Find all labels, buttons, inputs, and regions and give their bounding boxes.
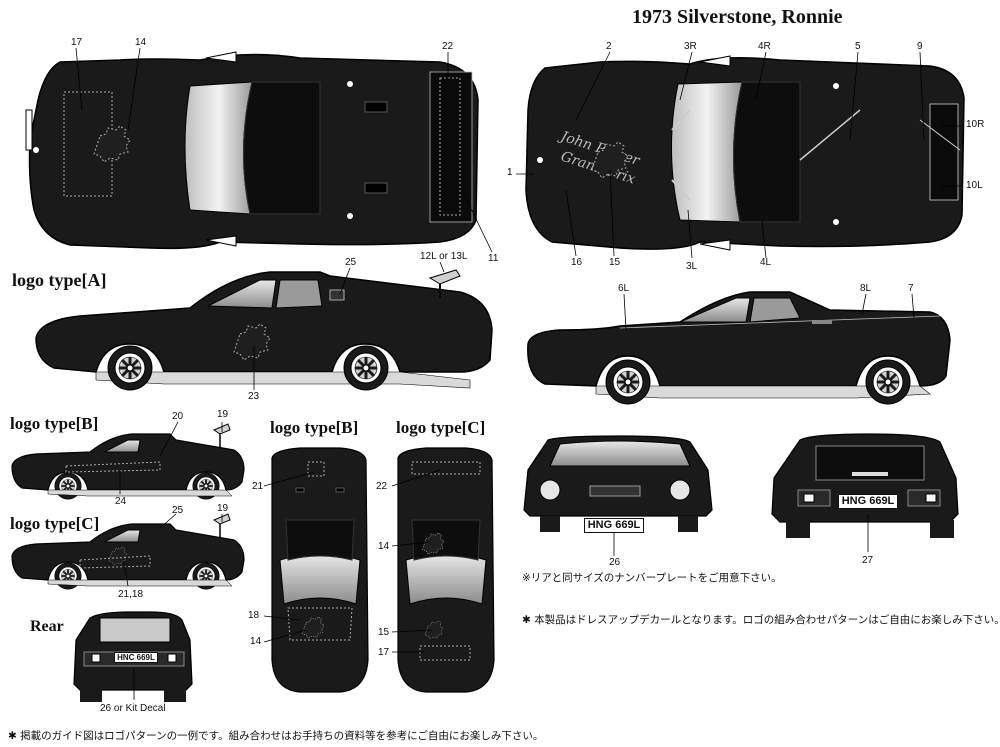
callout-7: 7 xyxy=(908,283,914,294)
callout-17b: 17 xyxy=(378,647,390,658)
callout-22: 22 xyxy=(442,41,454,52)
rear-view-large xyxy=(771,433,959,538)
callout-3l: 3L xyxy=(686,261,698,272)
callout-19: 19 xyxy=(217,409,229,420)
page-title: 1973 Silverstone, Ronnie xyxy=(632,6,843,28)
dressup-decal-note: ✱ 本製品はドレスアップデカールとなります。ロゴの組み合わせパターンはご自由にお… xyxy=(522,612,1000,627)
callout-18: 18 xyxy=(248,610,260,621)
rear-heading: Rear xyxy=(30,618,64,635)
callout-25b: 25 xyxy=(172,505,184,516)
front-view xyxy=(523,435,713,532)
top-view-right-car: John Player Grand Prix xyxy=(525,55,965,251)
callout-10r: 10R xyxy=(966,119,985,130)
callout-5: 5 xyxy=(855,41,861,52)
rear-small-plate: HNC 669L xyxy=(114,652,158,663)
side-view-right-car xyxy=(527,291,951,406)
callout-23: 23 xyxy=(248,391,260,402)
callout-11: 11 xyxy=(488,253,499,264)
logo-type-c-heading-left: logo type[C] xyxy=(10,514,100,533)
rear-view-small xyxy=(73,611,193,702)
plate-size-note: ※リアと同サイズのナンバープレートをご用意下さい。 xyxy=(522,572,782,584)
guide-note: ✱ 掲載のガイド図はロゴパターンの一例です。組み合わせはお手持ちの資料等を参考に… xyxy=(8,728,543,743)
callout-16: 16 xyxy=(571,257,583,268)
callout-4r: 4R xyxy=(758,41,771,52)
callout-20: 20 xyxy=(172,411,184,422)
callout-10l: 10L xyxy=(966,180,983,191)
callout-26-or-kit-decal: 26 or Kit Decal xyxy=(100,703,166,714)
top-view-logo-c xyxy=(397,447,495,693)
rear-plate: HNG 669L xyxy=(838,494,898,509)
callout-26: 26 xyxy=(609,557,621,568)
callout-14c: 14 xyxy=(378,541,390,552)
callout-12l-or-13l: 12L or 13L xyxy=(420,251,468,262)
callout-24: 24 xyxy=(115,496,127,507)
callout-27: 27 xyxy=(862,555,874,566)
callout-25: 25 xyxy=(345,257,357,268)
logo-type-a-heading: logo type[A] xyxy=(12,270,107,290)
side-view-logo-c xyxy=(11,513,245,591)
logo-type-b-heading-top: logo type[B] xyxy=(270,418,359,437)
callout-3r: 3R xyxy=(684,41,697,52)
asterisk-icon: ✱ xyxy=(8,730,21,742)
callout-19b: 19 xyxy=(217,503,229,514)
callout-2: 2 xyxy=(606,41,612,52)
callout-6l: 6L xyxy=(618,283,630,294)
leader-lines xyxy=(75,47,962,700)
callout-22b: 22 xyxy=(376,481,388,492)
logo-type-b-heading-left: logo type[B] xyxy=(10,414,99,433)
callout-21-18: 21,18 xyxy=(118,589,144,600)
top-view-left-car xyxy=(25,51,479,250)
top-view-logo-b xyxy=(271,447,369,693)
callout-9: 9 xyxy=(917,41,923,52)
front-plate: HNG 669L xyxy=(584,518,644,533)
asterisk-icon: ✱ xyxy=(522,614,535,626)
callout-21: 21 xyxy=(252,481,264,492)
callout-15: 15 xyxy=(609,257,621,268)
guide-note-text: 掲載のガイド図はロゴパターンの一例です。組み合わせはお手持ちの資料等を参考にご自… xyxy=(20,730,544,742)
callout-4l: 4L xyxy=(760,257,772,268)
callout-15b: 15 xyxy=(378,627,390,638)
side-view-logo-b xyxy=(11,423,245,501)
side-view-logo-a xyxy=(35,269,493,392)
dressup-decal-note-text: 本製品はドレスアップデカールとなります。ロゴの組み合わせパターンはご自由にお楽し… xyxy=(534,614,1000,626)
callout-14b: 14 xyxy=(250,636,262,647)
logo-type-c-heading-top: logo type[C] xyxy=(396,418,486,437)
callout-8l: 8L xyxy=(860,283,872,294)
callout-17: 17 xyxy=(71,37,83,48)
callout-14: 14 xyxy=(135,37,147,48)
callout-1: 1 xyxy=(507,167,513,178)
